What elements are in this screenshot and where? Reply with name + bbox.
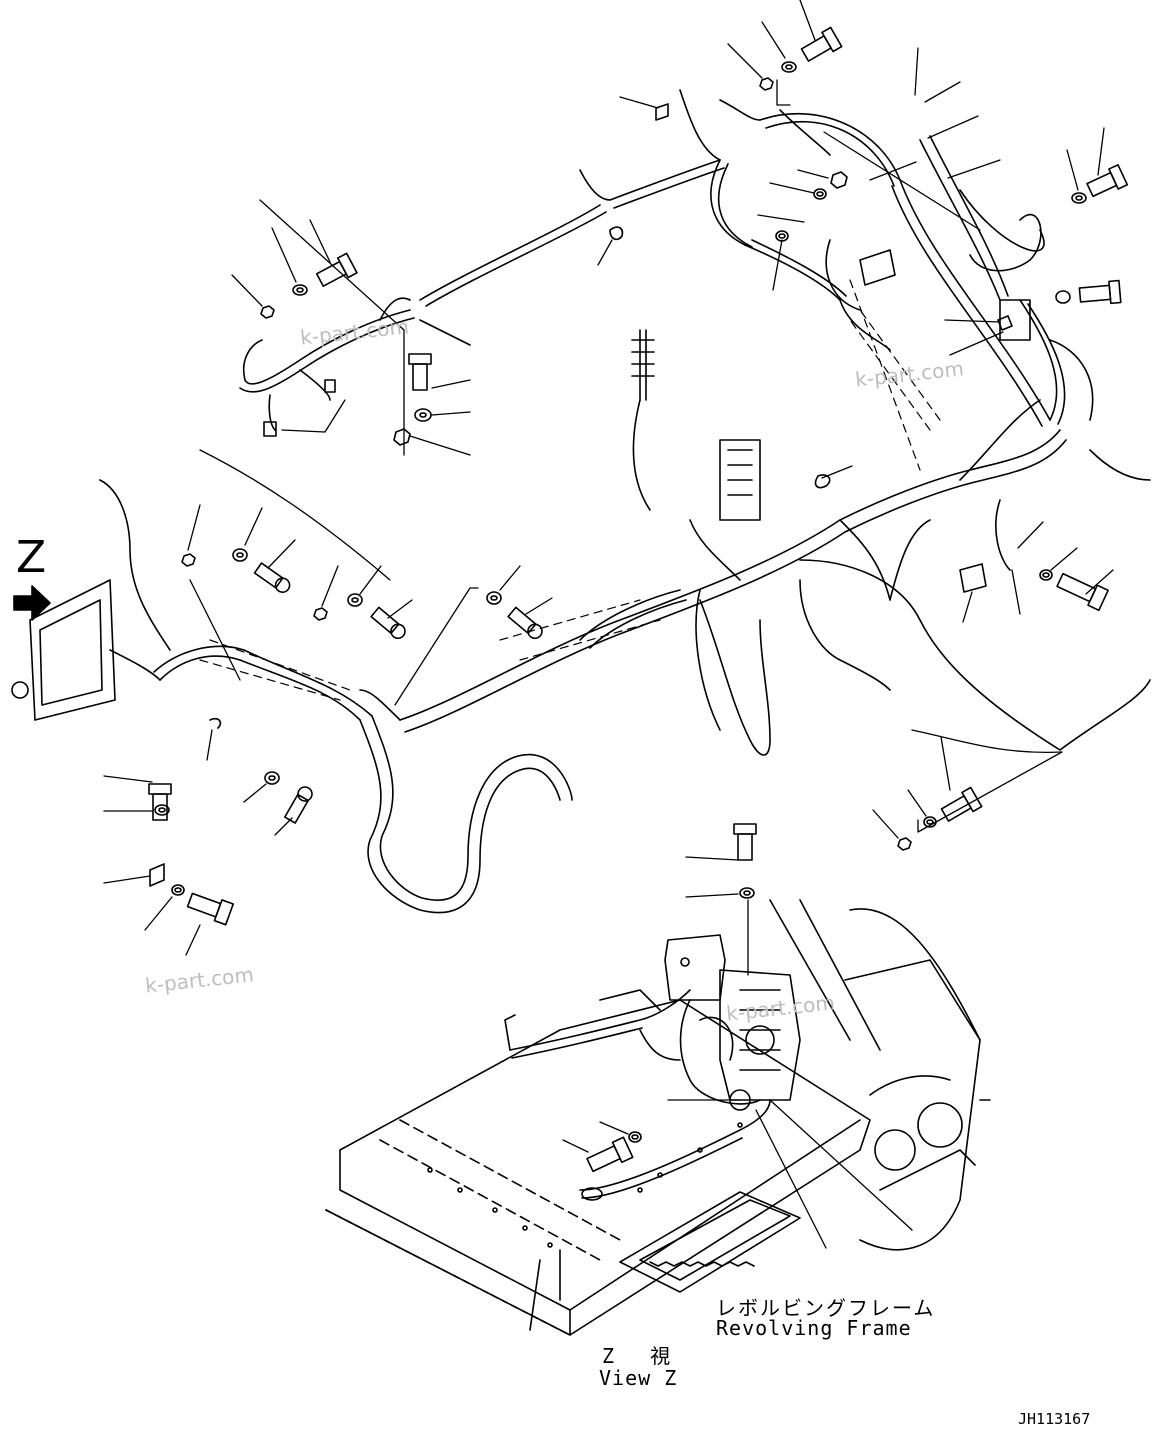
connector-bundle [631,329,761,581]
left-control-panel [11,479,171,721]
revolving-frame-view [325,899,991,1336]
revolving-frame-label-jp: レボルビングフレーム [716,1296,936,1320]
view-z-label-en: View Z [599,1366,678,1390]
main-harness [153,399,1151,914]
revolving-frame-label-en: Revolving Frame [716,1316,912,1340]
guide-lines [199,279,941,701]
upper-harness [419,89,1151,481]
view-z-label-jp: Z 視 [602,1344,683,1368]
leader-lines [103,0,1114,1249]
view-z-letter: Z [16,532,47,583]
left-subharness [239,297,471,437]
drawing-number: JH113167 [1018,1410,1091,1428]
view-z-arrow [13,585,51,621]
